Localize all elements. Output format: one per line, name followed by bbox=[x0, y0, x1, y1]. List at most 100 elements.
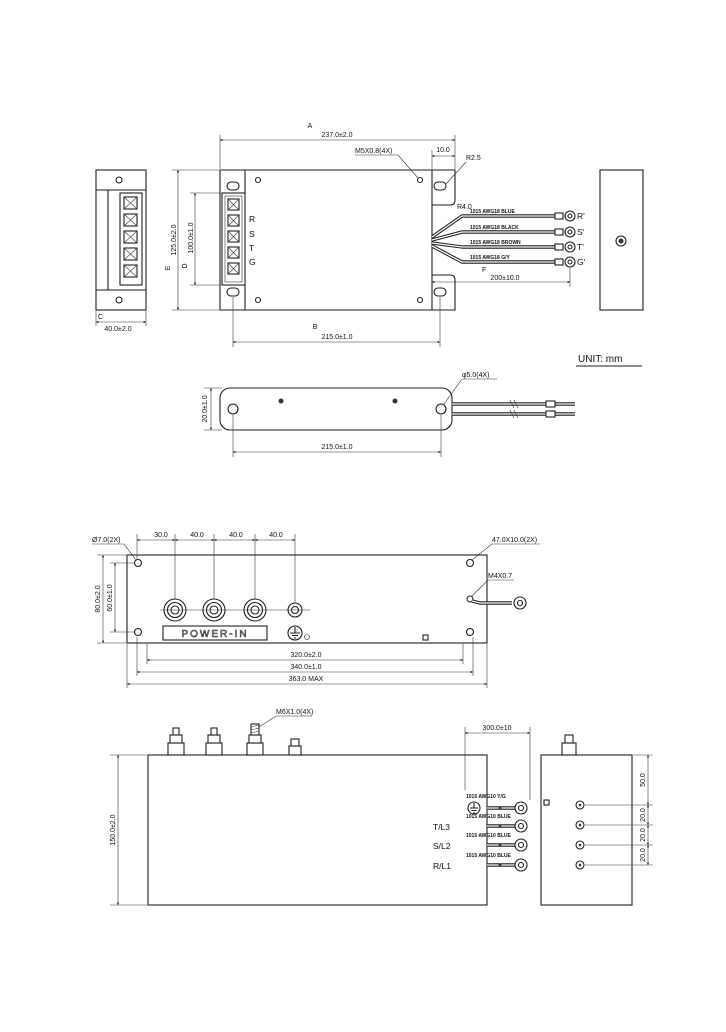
slot-callout: 47.0X10.0(2X) bbox=[471, 537, 540, 561]
crimp-sleeve bbox=[554, 258, 564, 266]
terminal-label-t: T bbox=[249, 243, 254, 253]
stud-callout: M6X1.0(4X) bbox=[258, 709, 313, 728]
dimension-c: C 40.0±2.0 bbox=[95, 311, 147, 333]
dimension-value: 237.0±2.0 bbox=[321, 132, 352, 139]
nameplate-frame bbox=[162, 625, 268, 641]
ground-symbol-circle bbox=[287, 625, 303, 641]
stud-base bbox=[561, 742, 577, 756]
wire-end-label: R' bbox=[577, 211, 585, 221]
ring-terminal-hole bbox=[517, 841, 525, 849]
mounting-hole bbox=[133, 558, 143, 568]
ring-terminal bbox=[564, 210, 576, 222]
unit-label: UNIT: mm bbox=[578, 354, 622, 365]
screw-cross bbox=[227, 246, 240, 259]
dimension-value: 150.0±2.0 bbox=[110, 814, 117, 845]
wire-end-label: T' bbox=[577, 242, 584, 252]
dimension-ear: 10.0 bbox=[431, 147, 455, 169]
stud-pitch-dimensions: 30.0 40.0 40.0 40.0 bbox=[136, 532, 296, 603]
stud-thread bbox=[250, 723, 260, 736]
power-studs bbox=[160, 598, 310, 622]
dimension-value: 50.0 bbox=[640, 773, 647, 787]
dimension-d: 100.0±1.0 D bbox=[182, 192, 221, 286]
mounting-slot bbox=[465, 627, 475, 637]
lead-exit bbox=[575, 840, 585, 850]
filter1-right-view bbox=[599, 169, 644, 311]
ring-terminal bbox=[514, 838, 528, 852]
unit-note: UNIT: mm bbox=[576, 354, 642, 367]
dimension-outer-width: 80.0±2.0 bbox=[95, 554, 126, 644]
wire-inner bbox=[431, 231, 562, 241]
terminal-screw bbox=[227, 262, 240, 275]
screw-cross bbox=[227, 262, 240, 275]
hole-callout: Ø7.0(2X) bbox=[92, 537, 137, 561]
ring-terminal bbox=[513, 596, 527, 610]
dimension-value: 100.0±1.0 bbox=[188, 222, 195, 253]
wire-end-label: G' bbox=[577, 257, 586, 267]
screw-cross bbox=[123, 196, 138, 210]
mounting-slot bbox=[433, 181, 447, 191]
stud-nut bbox=[248, 734, 262, 744]
ground-symbol-circle bbox=[467, 801, 481, 815]
dimension-letter: C bbox=[98, 314, 103, 321]
lead-pitch-dimensions: 50.0 20.0 20.0 20.0 bbox=[585, 754, 653, 866]
dimension-value: 200±10.0 bbox=[490, 275, 519, 282]
dimension-value: 20.0 bbox=[640, 848, 647, 862]
leader-line bbox=[443, 378, 497, 405]
ground-lead: M4X0.7 bbox=[466, 573, 527, 610]
filter1-left-view: C 40.0±2.0 bbox=[95, 169, 147, 333]
marker-square bbox=[543, 799, 550, 806]
studs bbox=[167, 723, 302, 756]
crimp-sleeve bbox=[554, 212, 564, 220]
crimp-mark bbox=[498, 843, 502, 847]
phase-label-t: T/L3 bbox=[433, 822, 450, 832]
ring-terminal-hole bbox=[567, 229, 573, 235]
leader-line bbox=[355, 154, 419, 179]
ring-terminal bbox=[514, 858, 528, 872]
dimension-value: 40.0±2.0 bbox=[104, 326, 131, 333]
ring-terminal bbox=[564, 256, 576, 268]
dimension-letter: A bbox=[308, 123, 313, 130]
dimension-hole-width: 60.0±1.0 bbox=[107, 562, 134, 633]
ring-terminal-hole bbox=[517, 861, 525, 869]
terminal-screw bbox=[123, 196, 138, 210]
lead-exit-core bbox=[578, 863, 582, 867]
stud-tip bbox=[172, 727, 180, 736]
lead-exit bbox=[575, 800, 585, 810]
filter1-top-view: R S T G A 237.0±2.0 M5X0.8(4X) 10.0 R2.5… bbox=[165, 123, 586, 347]
wire-spec-label: 1015 AWG18 BLACK bbox=[470, 225, 519, 231]
lead-exit-core bbox=[578, 803, 582, 807]
threaded-hole bbox=[416, 296, 424, 304]
screw-cross bbox=[227, 230, 240, 243]
mounting-hole bbox=[435, 403, 447, 415]
lead-exit-core bbox=[578, 843, 582, 847]
wire-spec-label: 1015 AWG10 Y/G bbox=[466, 794, 506, 800]
terminal-block-inner bbox=[224, 195, 243, 283]
terminal-block bbox=[119, 192, 143, 286]
dimension-b: B 215.0±1.0 bbox=[232, 297, 441, 347]
dimension-value: 20.0 bbox=[640, 808, 647, 822]
ring-terminal bbox=[514, 801, 528, 815]
radius-small-label: R2.5 bbox=[466, 155, 481, 162]
mounting-slot bbox=[433, 287, 447, 297]
ring-terminal bbox=[564, 241, 576, 253]
dimension-letter: D bbox=[182, 263, 189, 268]
dimension-f: F 200±10.0 bbox=[432, 267, 571, 287]
screw-cross bbox=[227, 198, 240, 211]
crimp-mark bbox=[498, 824, 502, 828]
dimension-value: 215.0±1.0 bbox=[321, 444, 352, 451]
mounting-hole bbox=[115, 296, 123, 304]
thread-label: M5X0.8(4X) bbox=[355, 148, 392, 155]
filter2-top-view: 30.0 40.0 40.0 40.0 Ø7.0(2X) 47.0X10.0(2… bbox=[92, 532, 540, 688]
dimension-value: 80.0±2.0 bbox=[95, 585, 102, 612]
stud-tip bbox=[210, 727, 218, 736]
crimp-sleeve bbox=[545, 400, 556, 408]
mounting-slot bbox=[226, 287, 240, 297]
ring-terminal bbox=[564, 226, 576, 238]
ring-terminal-hole bbox=[517, 804, 525, 812]
dimension-value: 20.0 bbox=[640, 828, 647, 842]
ground-symbol-icon bbox=[287, 625, 310, 641]
wire-spec-label: 1015 AWG18 G/Y bbox=[470, 255, 510, 261]
dimension-value: 320.0±2.0 bbox=[290, 652, 321, 659]
dimension-e: 125.0±2.0 E bbox=[165, 169, 219, 311]
ring-terminal bbox=[514, 819, 528, 833]
